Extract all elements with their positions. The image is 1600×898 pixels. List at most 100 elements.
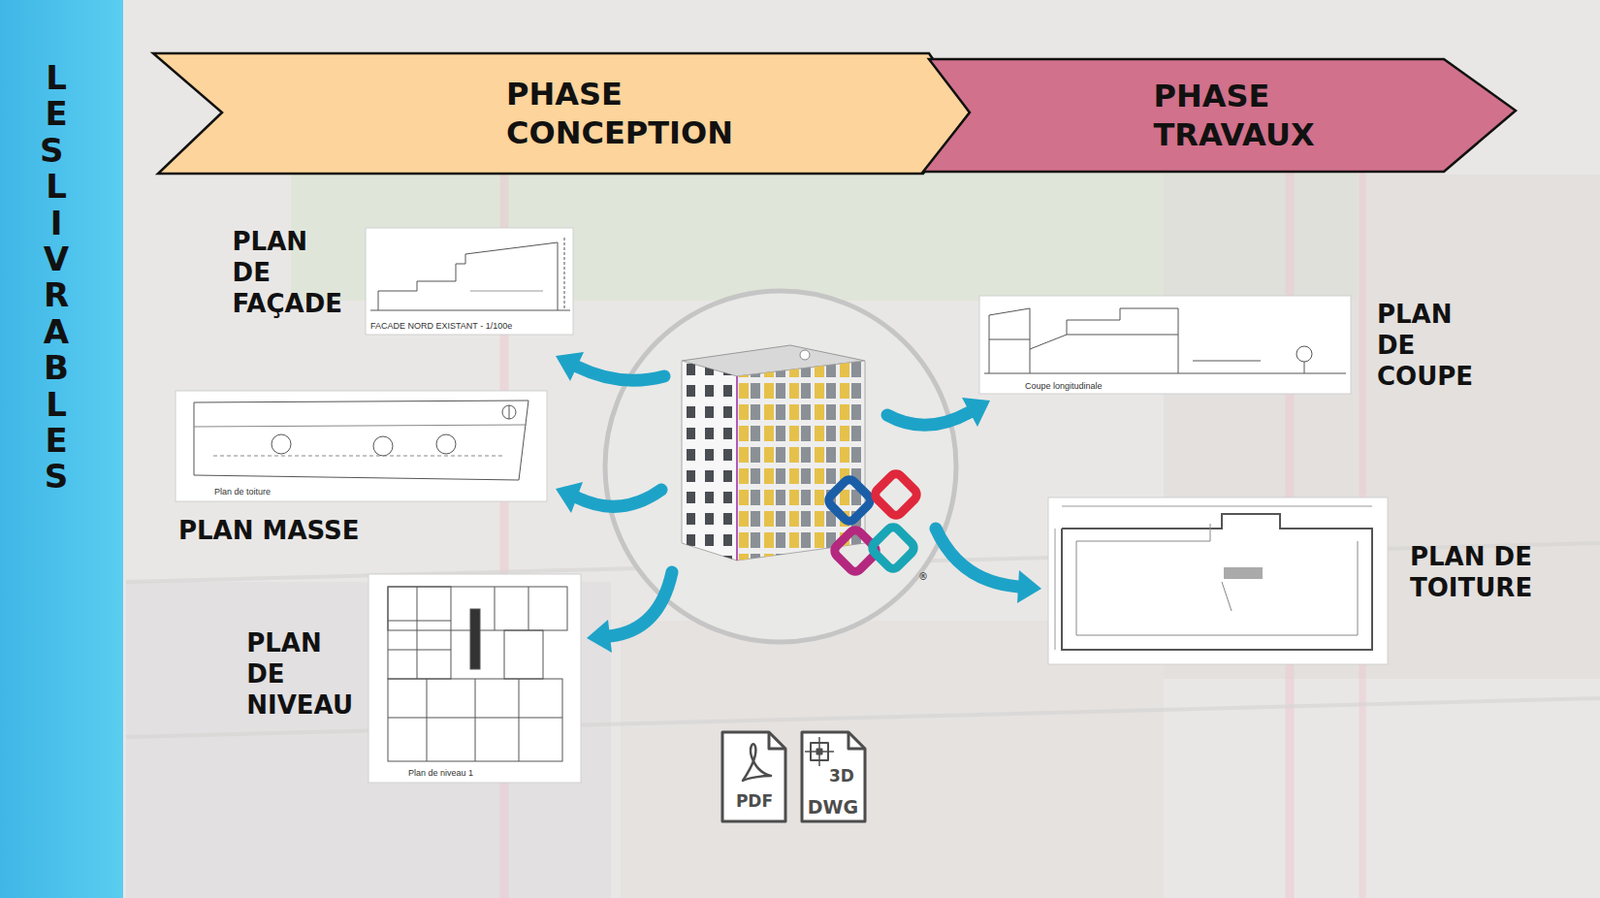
plan-images (470, 608, 480, 670)
plan-images (416, 586, 418, 679)
sheet-caption: Plan de toiture (214, 486, 271, 498)
building-model (736, 360, 865, 561)
dwg-icon (801, 732, 865, 822)
icon-label: PDF (736, 791, 773, 811)
plan-images (365, 227, 574, 335)
plan-images (436, 434, 456, 454)
curved-arrows (887, 412, 970, 425)
chevron-outline (923, 59, 1516, 172)
ifc-logo (826, 471, 920, 575)
plan-images (378, 242, 558, 311)
plan-images (271, 434, 291, 454)
icon-label: DWG (807, 796, 859, 818)
plan-heading: PLAN DE FAÇADE (232, 225, 343, 320)
ifc-logo (869, 524, 917, 572)
plan-images (1066, 334, 1179, 336)
plan-images (387, 620, 451, 622)
plan-images (387, 678, 563, 762)
plan-images (504, 630, 544, 679)
phase-chevron: PHASE CONCEPTION (153, 53, 970, 174)
plan-images (373, 436, 393, 456)
plan-images (528, 586, 530, 631)
curved-arrows (935, 528, 1019, 587)
plan-images (1029, 308, 1179, 374)
plan-images (494, 586, 496, 631)
plan-images (175, 390, 547, 502)
icon-label: 3D (829, 766, 855, 786)
plan-images (1055, 528, 1056, 650)
plan-images (989, 308, 1030, 374)
plan-sheet: PLAN DE NIVEAUPlan de niveau 1 (368, 574, 581, 783)
plan-images (502, 405, 516, 419)
chevron-shape (923, 59, 1516, 172)
curved-arrows (555, 481, 583, 513)
curved-arrows (555, 352, 1042, 653)
pdf-icon (722, 732, 786, 822)
plan-images (193, 400, 529, 480)
plan-sheet: PLAN MASSEPlan de toiture (175, 390, 547, 502)
building-model (681, 360, 737, 561)
dwg-icon (804, 750, 834, 753)
sheet-caption: FACADE NORD EXISTANT - 1/100e (370, 320, 512, 332)
pdf-icon (722, 732, 786, 822)
plan-images (193, 424, 527, 427)
curved-arrows (586, 619, 612, 653)
plan-images (175, 227, 1388, 783)
sheet-caption: Plan de niveau 1 (408, 768, 474, 779)
curved-arrows (961, 397, 991, 427)
plan-images (368, 574, 581, 783)
plan-images (984, 373, 1346, 375)
plan-images (387, 649, 451, 651)
building-model (736, 376, 738, 561)
curved-arrows (576, 366, 665, 381)
plan-heading: PLAN DE TOITURE (1409, 541, 1533, 604)
vertical-title: LES LIVRABLES (39, 60, 73, 496)
dwg-icon (848, 732, 865, 749)
ifc-logo (872, 471, 920, 518)
plan-images (1076, 523, 1211, 542)
plan-images (564, 237, 566, 311)
ifc-logo (826, 477, 873, 524)
plan-images (213, 455, 505, 457)
phase-chevron: PHASE TRAVAUX (923, 59, 1516, 172)
plan-sheet: PLAN DE COUPECoupe longitudinale (979, 295, 1351, 394)
curved-arrows (576, 489, 662, 507)
model-circle (605, 290, 957, 642)
pdf-icon (742, 743, 771, 781)
plan-images (1076, 541, 1078, 636)
plan-images (1296, 346, 1312, 362)
plan-images (1061, 506, 1373, 508)
plan-images (1223, 567, 1263, 579)
curved-arrows (609, 572, 672, 637)
plan-images (509, 405, 511, 419)
building-model (681, 360, 737, 561)
phase-label: PHASE CONCEPTION (506, 74, 734, 153)
plan-images (1221, 581, 1232, 611)
plan-images (518, 678, 520, 762)
plan-heading: PLAN DE COUPE (1376, 298, 1473, 392)
plan-images (989, 339, 1030, 341)
plan-sheet: PLAN DE TOITURE (1048, 497, 1388, 665)
plan-images (1061, 513, 1373, 650)
phase-label: PHASE TRAVAUX (1152, 76, 1314, 155)
plan-images (1192, 360, 1261, 362)
plan-images (470, 290, 544, 292)
dwg-icon (801, 732, 865, 822)
plan-images (387, 586, 451, 679)
plan-heading: PLAN MASSE (178, 514, 360, 546)
plan-images (1048, 497, 1388, 665)
plan-images (370, 310, 571, 312)
plan-images (1076, 635, 1358, 637)
building-model (681, 345, 865, 561)
plan-images (1304, 361, 1306, 374)
curved-arrows (1017, 570, 1042, 604)
plan-images (475, 678, 477, 762)
plan-images (426, 678, 428, 762)
side-band (0, 0, 124, 898)
sheet-caption: Coupe longitudinale (1024, 381, 1103, 392)
building-model (736, 360, 865, 561)
model-circle (605, 290, 957, 642)
